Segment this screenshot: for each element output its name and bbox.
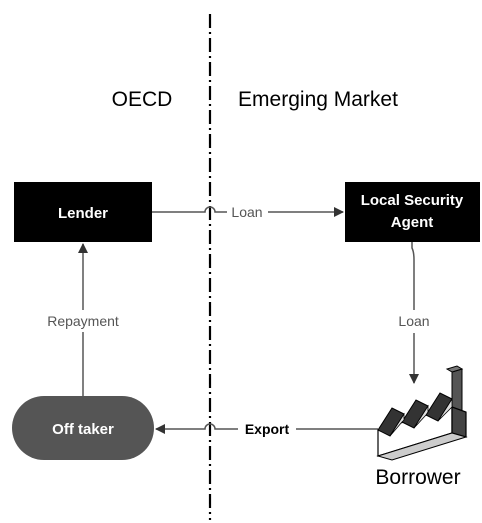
repayment-label: Repayment	[47, 313, 119, 329]
agent-label-line2: Agent	[391, 214, 434, 231]
loan-right-label: Loan	[398, 313, 429, 329]
off-taker-node: Off taker	[12, 396, 154, 460]
lender-node: Lender	[14, 182, 152, 242]
oecd-region-label: OECD	[112, 88, 173, 111]
agent-label-line1: Local Security	[361, 192, 464, 209]
local-security-agent-node: Local Security Agent	[345, 182, 480, 242]
loan-edge-top: Loan	[152, 204, 344, 220]
lender-label: Lender	[58, 205, 108, 222]
factory-icon	[376, 365, 468, 461]
emerging-market-region-label: Emerging Market	[238, 88, 398, 111]
loan-edge-right: Loan	[398, 242, 430, 384]
off-taker-label: Off taker	[52, 421, 114, 438]
borrower-label: Borrower	[375, 466, 460, 489]
export-label: Export	[245, 421, 290, 437]
export-edge: Export	[155, 421, 378, 437]
repayment-edge: Repayment	[47, 243, 119, 396]
loan-top-label: Loan	[231, 204, 262, 220]
